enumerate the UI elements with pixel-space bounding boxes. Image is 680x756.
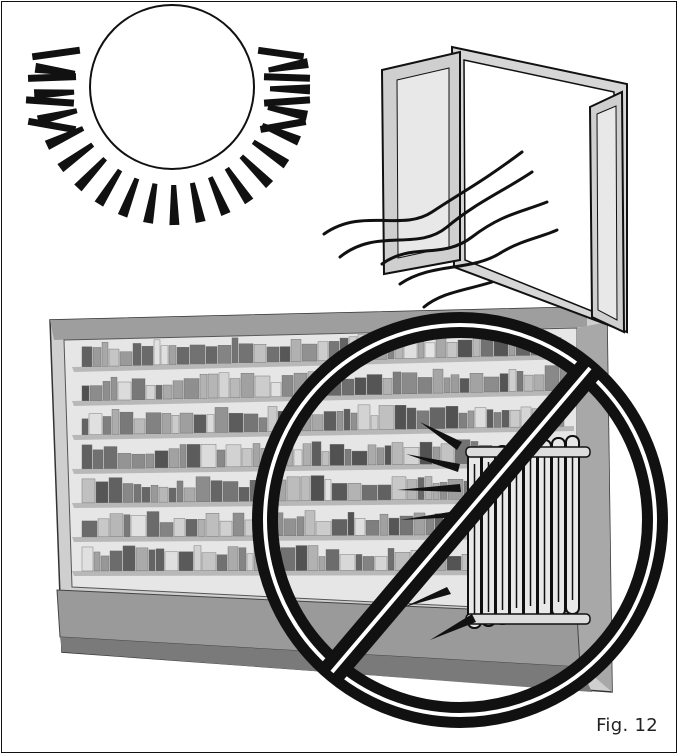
figure-caption: Fig. 12 [596, 715, 658, 736]
radiator-icon [466, 436, 590, 628]
sun-icon [26, 5, 310, 225]
